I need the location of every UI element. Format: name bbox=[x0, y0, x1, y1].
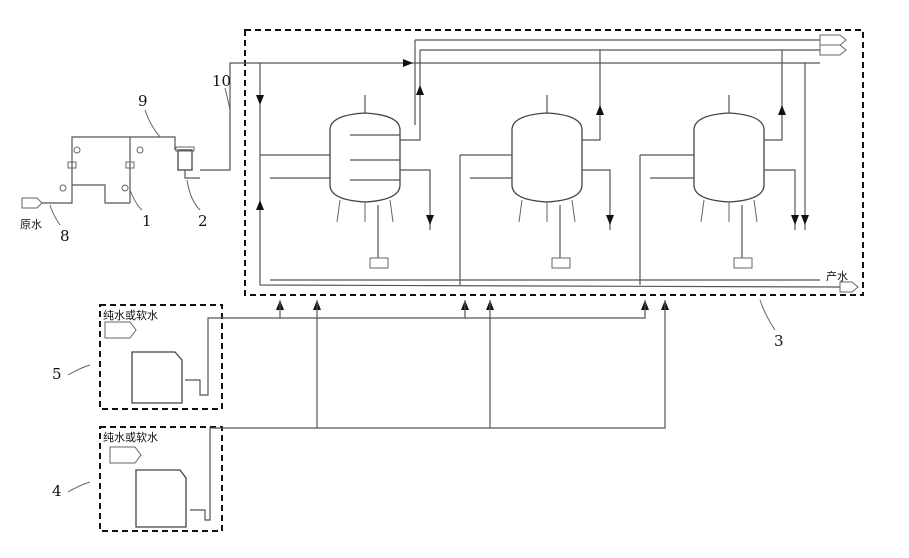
pressure-vessel-2 bbox=[459, 50, 611, 285]
product-water-outlet-icon bbox=[839, 281, 859, 293]
module-4-title: 纯水或软水 bbox=[103, 431, 158, 444]
raw-water-inlet-icon bbox=[21, 197, 43, 209]
callout-10: 10 bbox=[212, 72, 232, 90]
callout-2: 2 bbox=[198, 212, 208, 230]
module-5-title: 纯水或软水 bbox=[103, 309, 158, 322]
callout-5: 5 bbox=[52, 365, 62, 383]
raw-water-piping bbox=[42, 136, 176, 204]
outlet-top-2-icon bbox=[819, 44, 847, 56]
leader-lines bbox=[49, 87, 776, 493]
storage-tank-5 bbox=[104, 300, 646, 404]
system-boundary-3 bbox=[244, 29, 864, 296]
callout-3: 3 bbox=[774, 332, 784, 350]
storage-tank-4 bbox=[109, 300, 666, 528]
product-water-label: 产水 bbox=[826, 270, 848, 283]
raw-water-label: 原水 bbox=[20, 218, 42, 231]
outlet-top-1-icon bbox=[819, 34, 847, 46]
callout-4: 4 bbox=[52, 482, 62, 500]
cartridge-filter-2 bbox=[175, 62, 248, 179]
flow-arrows bbox=[256, 59, 809, 310]
callout-1: 1 bbox=[142, 212, 152, 230]
callout-8: 8 bbox=[60, 227, 70, 245]
pressure-vessel-1 bbox=[329, 50, 431, 269]
module-boundary-5 bbox=[99, 304, 223, 410]
pressure-vessel-3 bbox=[639, 50, 806, 285]
header-piping bbox=[248, 39, 841, 288]
module-boundary-4 bbox=[99, 426, 223, 532]
callout-9: 9 bbox=[138, 92, 148, 110]
